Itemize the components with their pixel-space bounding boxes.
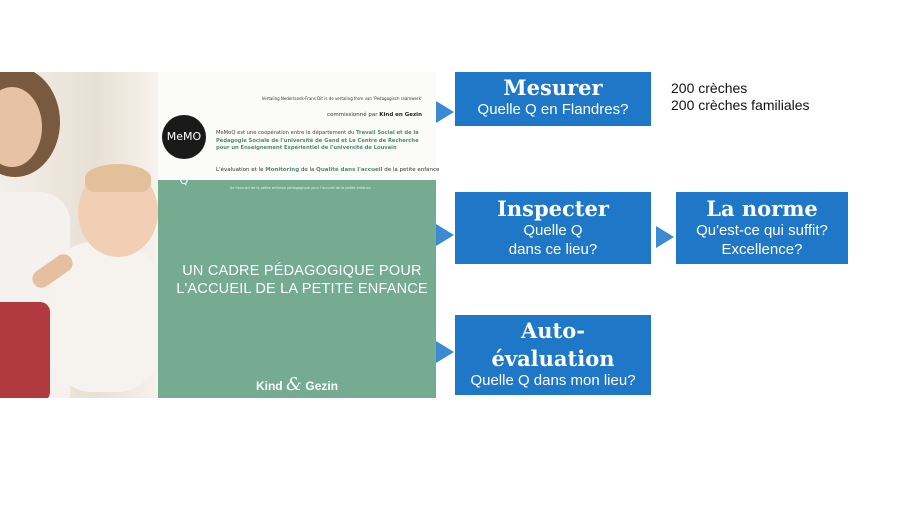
eval-part-b: et le <box>249 167 266 173</box>
norme-line-1: Qu'est-ce qui suffit? <box>696 222 828 239</box>
paragraph-part-b: Travail Social et de la Pédagogie Social… <box>216 130 419 151</box>
auto-title-line-1: Auto- <box>521 318 585 343</box>
inspecter-title: Inspecter <box>497 196 609 221</box>
cover-small-text: Vertaling Nederlands-Frans Dit is de ver… <box>261 96 422 101</box>
baby-hair <box>85 164 151 192</box>
cover-title-line-2: L'ACCUEIL DE LA PETITE ENFANCE <box>176 281 428 297</box>
eval-part-f: de la petite enfance <box>382 167 440 173</box>
cover-tiny-green-text: de l'accueil de la petite enfance pédago… <box>230 186 371 190</box>
norme-title: La norme <box>706 196 818 221</box>
eval-part-e: Qualité dans l'accueil <box>316 167 383 173</box>
eval-part-d: de la <box>299 167 317 173</box>
mesurer-title: Mesurer <box>503 75 603 100</box>
memoq-logo-icon: MeMO Q <box>162 115 206 187</box>
norme-box: La norme Qu'est-ce qui suffit? Excellenc… <box>676 192 848 264</box>
inspecter-line-2: dans ce lieu? <box>508 241 598 258</box>
arrow-to-inspecter-icon <box>436 224 454 246</box>
mother-shirt <box>0 302 50 398</box>
eval-part-c: Monitoring <box>265 167 300 173</box>
cover-title: UN CADRE PÉDAGOGIQUE POUR L'ACCUEIL DE L… <box>172 262 432 298</box>
arrow-to-norme-icon <box>656 226 674 248</box>
brand-ampersand: & <box>285 374 303 395</box>
booklet-cover: Vertaling Nederlands-Frans Dit is de ver… <box>158 72 439 398</box>
inspecter-box: Inspecter Quelle Q dans ce lieu? <box>455 192 651 264</box>
commissioned-by: Kind en Gezin <box>379 112 422 118</box>
creches-note: 200 crèches 200 crèches familiales <box>671 80 810 114</box>
brand-left: Kind <box>255 379 283 393</box>
cover-evaluation-line: L'évaluation et le Monitoring de la Qual… <box>216 167 439 173</box>
auto-subtitle: Quelle Q dans mon lieu? <box>470 372 636 389</box>
kind-en-gezin-logo: Kind & Gezin <box>158 374 436 395</box>
inspecter-line-1: Quelle Q <box>523 222 583 239</box>
cover-paragraph: MeMoQ est une coopération entre le dépar… <box>216 130 426 153</box>
eval-part-a: L'évaluation <box>216 167 250 173</box>
mesurer-box: Mesurer Quelle Q en Flandres? <box>455 72 651 126</box>
paragraph-part-a: MeMoQ est une coopération entre le dépar… <box>216 130 357 136</box>
mother-baby-photo <box>0 72 158 398</box>
cover-green-section <box>158 180 436 398</box>
arrow-to-mesurer-icon <box>436 101 454 123</box>
cover-title-line-1: UN CADRE PÉDAGOGIQUE POUR <box>182 263 422 279</box>
commissioned-prefix: commissionné par <box>327 112 378 118</box>
note-line-2: 200 crèches familiales <box>671 97 810 113</box>
auto-evaluation-box: Auto- évaluation Quelle Q dans mon lieu? <box>455 315 651 395</box>
norme-line-2: Excellence? <box>721 241 803 258</box>
auto-title-line-2: évaluation <box>491 346 615 371</box>
brand-right: Gezin <box>305 379 339 393</box>
mesurer-subtitle: Quelle Q en Flandres? <box>477 101 629 118</box>
note-line-1: 200 crèches <box>671 80 748 96</box>
arrow-to-auto-evaluation-icon <box>436 341 454 363</box>
cover-top-section <box>158 72 436 180</box>
cover-commissioned-line: commissionné par Kind en Gezin <box>327 112 422 118</box>
